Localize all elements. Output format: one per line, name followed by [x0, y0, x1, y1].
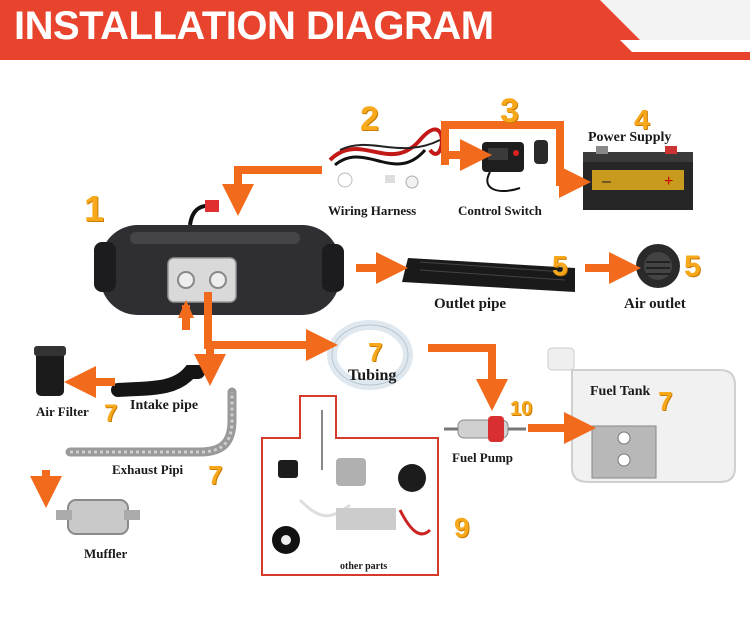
wiring-harness	[328, 127, 444, 189]
exhaust-pipe-number: 7	[208, 460, 223, 490]
heater-unit	[94, 200, 344, 315]
svg-text:+: +	[664, 173, 673, 190]
heater-number: 1	[84, 188, 105, 229]
air-outlet	[636, 244, 680, 288]
muffler-label: Muffler	[84, 546, 128, 561]
other-parts-label: other parts	[340, 561, 388, 572]
fuel-pump-number: 10	[510, 398, 533, 420]
header-banner	[0, 0, 750, 68]
fuel-tank-label: Fuel Tank	[590, 384, 651, 399]
control-switch-label: Control Switch	[458, 203, 542, 218]
fuel-tank	[547, 347, 736, 483]
air-filter-label: Air Filter	[36, 404, 89, 419]
air-filter	[34, 346, 66, 396]
outlet-pipe	[402, 258, 575, 292]
wiring-harness-label: Wiring Harness	[328, 203, 417, 218]
exhaust-pipe-label: Exhaust Pipi	[112, 462, 184, 477]
outlet-pipe-number: 5	[552, 250, 568, 281]
control-switch-number: 3	[500, 92, 519, 130]
power-supply-label: Power Supply	[588, 130, 672, 145]
intake-pipe	[111, 365, 205, 397]
page-title: INSTALLATION DIAGRAM	[14, 4, 494, 48]
control-switch-unit	[482, 140, 548, 192]
fuel-pump-label: Fuel Pump	[452, 450, 514, 465]
intake-pipe-label: Intake pipe	[130, 398, 199, 413]
muffler	[56, 499, 140, 535]
connection-arrows	[30, 121, 641, 508]
tubing-label: Tubing	[348, 367, 397, 384]
power-supply-number: 4	[634, 104, 650, 135]
outlet-pipe-label: Outlet pipe	[434, 296, 507, 312]
air-outlet-number: 5	[684, 250, 701, 283]
wiring-harness-number: 2	[360, 100, 379, 138]
air-filter-number: 7	[104, 400, 118, 427]
svg-text:–: –	[602, 173, 611, 190]
other-parts-frame	[261, 395, 439, 576]
battery: – +	[583, 146, 693, 210]
fuel-pump	[444, 416, 526, 442]
tubing-number: 7	[368, 337, 383, 367]
other-parts-number: 9	[454, 512, 470, 543]
fuel-tank-number: 7	[658, 386, 673, 416]
air-outlet-label: Air outlet	[624, 296, 686, 312]
exhaust-pipe	[65, 387, 237, 457]
